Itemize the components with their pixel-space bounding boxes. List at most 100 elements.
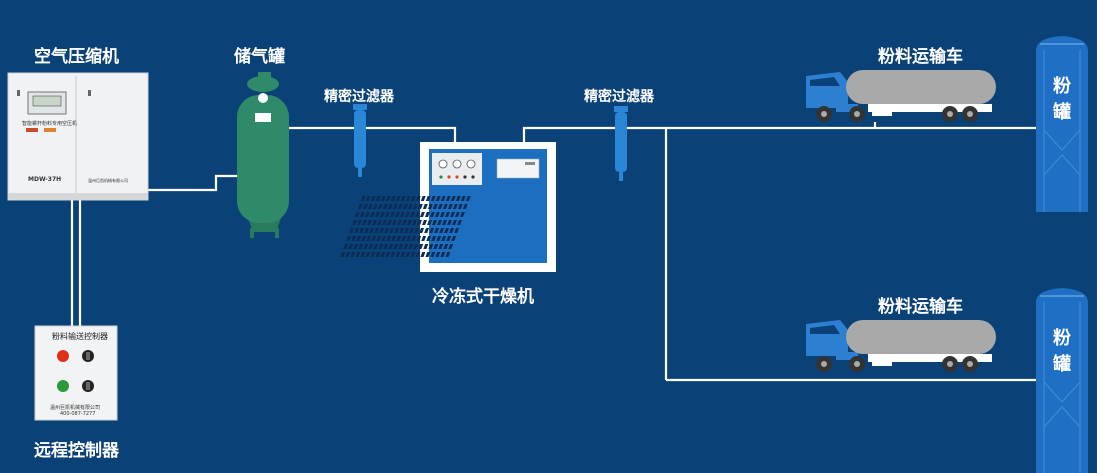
vent-slot — [343, 244, 349, 249]
vent-slot — [375, 196, 381, 201]
vent-slot — [363, 244, 369, 249]
vent-slot — [407, 220, 412, 225]
vent-slot — [432, 204, 438, 209]
vent-slot — [421, 236, 427, 241]
vent-slot — [390, 196, 396, 201]
vent-slot — [445, 212, 450, 217]
vent-slot — [420, 252, 426, 257]
vent-slot — [354, 228, 360, 233]
vent-slot — [412, 220, 417, 225]
vent-slot — [400, 212, 405, 217]
vent-slot — [360, 196, 366, 201]
vent-slot — [450, 212, 455, 217]
vent-slot — [384, 228, 390, 233]
vent-slot — [427, 220, 432, 225]
vent-slot — [395, 196, 401, 201]
vent-slot — [349, 228, 355, 233]
vent-slot — [400, 252, 406, 257]
vent-slot — [437, 220, 442, 225]
vent-slot — [449, 228, 455, 233]
vent-slot — [399, 228, 405, 233]
vent-slot — [439, 228, 445, 233]
vent-slot — [365, 252, 371, 257]
vent-slot — [436, 236, 442, 241]
vent-slot — [385, 212, 390, 217]
vent-slot — [405, 212, 410, 217]
vent-slot — [356, 236, 362, 241]
precision-filter-1 — [353, 104, 367, 177]
vent-slot — [386, 236, 392, 241]
vent-slot — [451, 236, 457, 241]
vent-slot — [397, 220, 402, 225]
vent-slot — [396, 236, 402, 241]
vent-slot — [416, 236, 422, 241]
vent-slot — [415, 212, 420, 217]
label-remote-controller: 远程控制器 — [34, 441, 119, 461]
powder-truck-2 — [806, 320, 996, 372]
vent-slot — [425, 196, 431, 201]
vent-slot — [362, 204, 368, 209]
vent-slot — [443, 244, 449, 249]
label-filter-2: 精密过滤器 — [584, 89, 654, 105]
vent-slot — [360, 212, 365, 217]
vent-slot — [385, 252, 391, 257]
vent-slot — [404, 228, 410, 233]
vent-slot — [377, 220, 382, 225]
vent-slot — [375, 252, 381, 257]
vent-slot — [402, 204, 408, 209]
vent-slot — [434, 228, 440, 233]
vent-slot — [454, 228, 460, 233]
vent-slot — [388, 244, 394, 249]
vent-slot — [420, 196, 426, 201]
vent-slot — [387, 204, 393, 209]
air-tank — [237, 72, 289, 238]
vent-slot — [365, 212, 370, 217]
vent-slot — [367, 220, 372, 225]
vent-slot — [430, 212, 435, 217]
pipe-network — [70, 122, 1036, 382]
vent-slot — [360, 252, 366, 257]
vent-slot — [392, 220, 397, 225]
vent-slot — [457, 220, 462, 225]
vent-slot — [393, 244, 399, 249]
vent-slot — [447, 220, 452, 225]
vent-slot — [402, 220, 407, 225]
vent-slot — [383, 244, 389, 249]
vent-slot — [427, 204, 433, 209]
vent-slot — [444, 228, 450, 233]
vent-slot — [401, 236, 407, 241]
dryer-vents — [340, 196, 471, 257]
vent-slot — [387, 220, 392, 225]
precision-filter-2 — [614, 106, 628, 181]
vent-slot — [415, 196, 421, 201]
refrigerated-dryer — [340, 142, 556, 272]
vent-slot — [345, 252, 351, 257]
vent-slot — [397, 204, 403, 209]
vent-slot — [355, 252, 361, 257]
vent-slot — [447, 204, 453, 209]
powder-truck-1 — [806, 70, 996, 122]
vent-slot — [414, 228, 420, 233]
vent-slot — [415, 252, 421, 257]
vent-slot — [442, 220, 447, 225]
vent-slot — [450, 196, 456, 201]
vent-slot — [425, 252, 431, 257]
vent-slot — [423, 244, 429, 249]
vent-slot — [432, 220, 437, 225]
vent-slot — [348, 244, 354, 249]
controller-company: 温州巨凯机械有限公司 — [50, 405, 101, 411]
vent-slot — [389, 228, 395, 233]
vent-slot — [430, 196, 436, 201]
vent-slot — [395, 212, 400, 217]
vent-slot — [395, 252, 401, 257]
air-compressor — [7, 72, 149, 201]
vent-slot — [406, 236, 412, 241]
vent-slot — [445, 252, 451, 257]
vent-slot — [452, 204, 458, 209]
vent-slot — [358, 244, 364, 249]
vent-slot — [375, 212, 380, 217]
compressor-model: MDW-37H — [28, 176, 62, 183]
vent-slot — [374, 228, 380, 233]
vent-slot — [435, 212, 440, 217]
controller-panel-title: 粉料输送控制器 — [52, 332, 108, 341]
